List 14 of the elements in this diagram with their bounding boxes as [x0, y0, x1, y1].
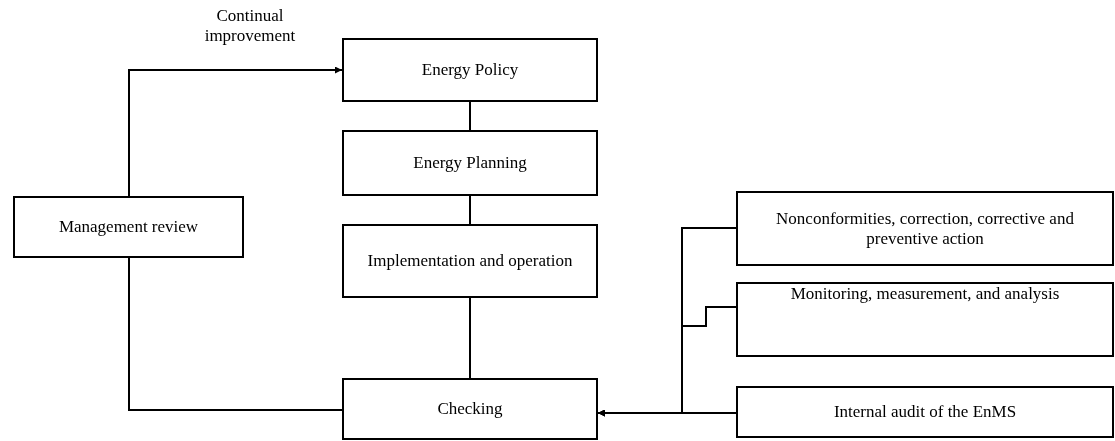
arrow: [128, 66, 343, 197]
process-box: Checking: [342, 378, 598, 440]
arrow: [597, 409, 737, 417]
process-box: Monitoring, measurement, and analysis: [736, 282, 1114, 357]
connector-line: [469, 195, 471, 225]
process-box: Nonconformities, correction, corrective and preventive action: [736, 191, 1114, 266]
process-box: Internal audit of the EnMS: [736, 386, 1114, 438]
process-box: Management review: [13, 196, 244, 258]
connector-line: [469, 297, 471, 379]
process-box: Energy Planning: [342, 130, 598, 196]
connector-line: [469, 101, 471, 131]
process-box: Energy Policy: [342, 38, 598, 102]
process-box: Implementation and operation: [342, 224, 598, 298]
connector-line: [128, 257, 343, 411]
